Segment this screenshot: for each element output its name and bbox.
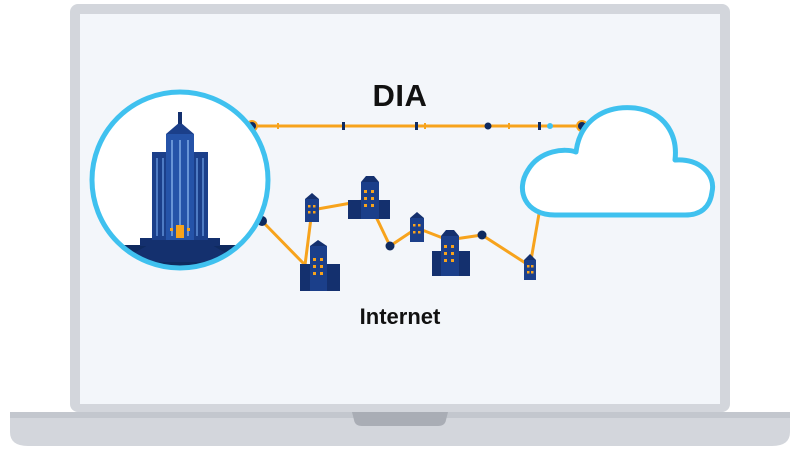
- internet-node: [385, 241, 395, 251]
- dia-tick: [508, 123, 510, 129]
- internet-building: [524, 254, 536, 280]
- dia-tick: [424, 123, 426, 129]
- internet-building: [305, 193, 319, 222]
- dia-dot: [484, 122, 492, 130]
- dia-label: DIA: [372, 78, 428, 113]
- laptop-base: [10, 412, 790, 446]
- internet-node: [477, 230, 487, 240]
- dia-tick: [342, 122, 345, 130]
- laptop-notch: [352, 412, 448, 426]
- dia-tick: [415, 122, 418, 130]
- dia-tick: [277, 123, 279, 129]
- internet-building: [432, 230, 470, 276]
- cloud-icon: [520, 105, 716, 218]
- internet-building: [410, 212, 424, 242]
- dia-tick: [538, 122, 541, 130]
- dia-dot: [547, 123, 553, 129]
- internet-path: [257, 198, 545, 268]
- internet-building: [300, 240, 340, 291]
- internet-path-line: [260, 198, 542, 268]
- internet-label: Internet: [359, 304, 441, 329]
- internet-building: [348, 176, 390, 219]
